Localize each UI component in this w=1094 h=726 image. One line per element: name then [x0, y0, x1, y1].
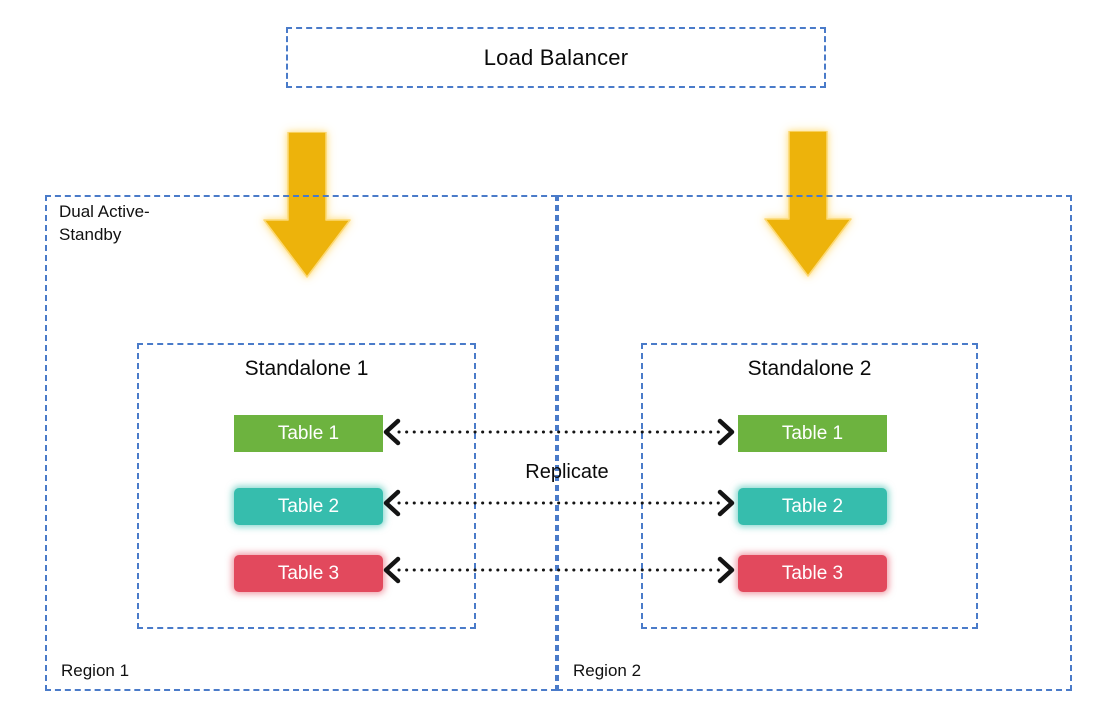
replicate-double-arrows-icon — [381, 410, 737, 585]
standalone-2-box: Standalone 2 Table 1 Table 2 Table 3 — [641, 343, 978, 629]
standalone-1-box: Standalone 1 Table 1 Table 2 Table 3 — [137, 343, 476, 629]
standalone-1-title: Standalone 1 — [244, 357, 369, 380]
region-2-box: Region 2 — [557, 195, 1072, 691]
standalone-2-table-1: Table 1 — [738, 415, 887, 452]
load-balancer-box: Load Balancer — [286, 27, 826, 88]
standalone-2-table-3: Table 3 — [738, 555, 887, 592]
region-1-box: Dual Active-Standby Region 1 — [45, 195, 557, 691]
region-1-name: Region 1 — [61, 661, 130, 680]
standalone-2-table-2: Table 2 — [738, 488, 887, 525]
region-2-name: Region 2 — [573, 661, 642, 680]
region-1-mode-label: Dual Active-Standby — [59, 202, 150, 244]
down-arrow-left-icon — [262, 131, 352, 282]
standalone-1-table-3: Table 3 — [234, 555, 383, 592]
standalone-2-title: Standalone 2 — [747, 357, 872, 380]
replicate-label: Replicate — [525, 461, 609, 483]
load-balancer-label: Load Balancer — [483, 44, 629, 70]
standalone-1-table-1: Table 1 — [234, 415, 383, 452]
down-arrow-right-icon — [763, 130, 853, 281]
standalone-1-table-2: Table 2 — [234, 488, 383, 525]
